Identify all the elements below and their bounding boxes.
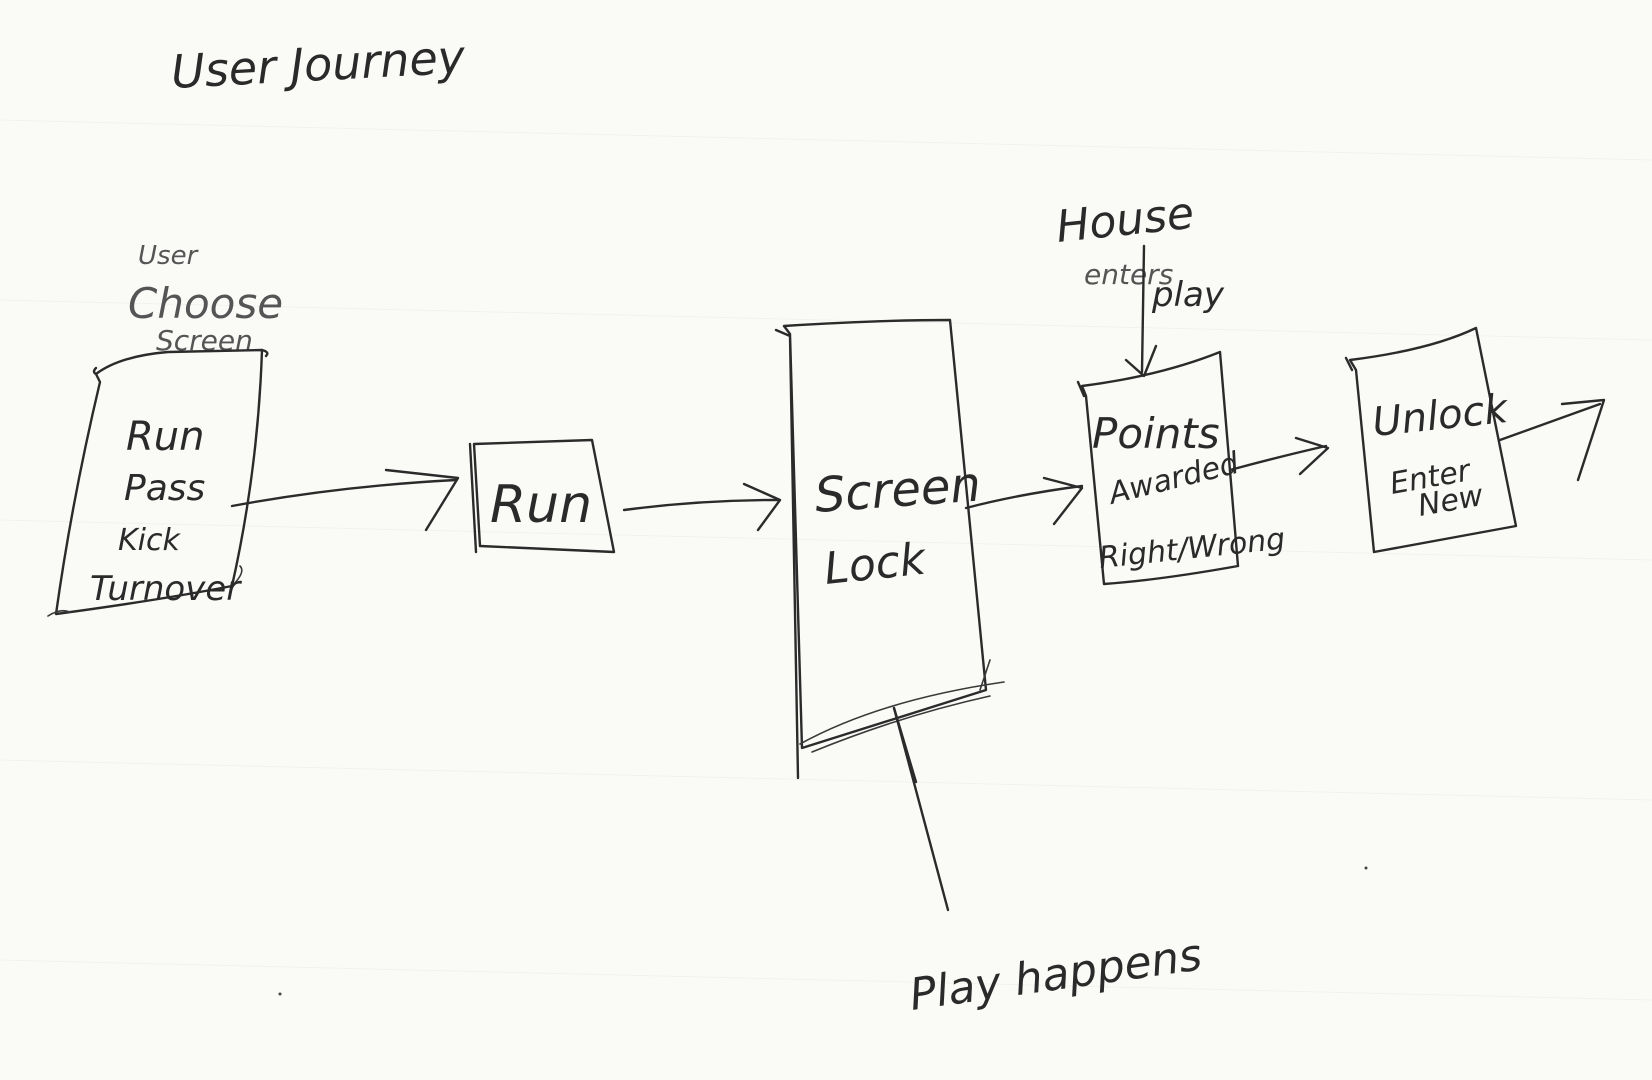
- arrow-points-to-unlock: [1228, 436, 1330, 476]
- node-lock-line-2: Lock: [822, 533, 929, 594]
- stray-marks: [278, 866, 1368, 996]
- node-choose-option-pass: Pass: [124, 468, 205, 509]
- node-lock-box: [774, 318, 988, 780]
- annotation-play-happens: Play happens: [892, 706, 1205, 1021]
- annotation-house-line-2: enters: [1084, 258, 1173, 291]
- node-unlock-box: [1344, 326, 1518, 554]
- node-choose-caption-1: User: [138, 241, 200, 271]
- arrow-run-to-lock: [622, 482, 782, 532]
- diagram-title: User Journey: [170, 30, 467, 99]
- node-run: Run: [468, 438, 616, 554]
- node-lock-line-1: Screen: [813, 457, 983, 524]
- annotation-house-enters: House enters play: [1054, 188, 1225, 378]
- node-points-line-1: Points: [1092, 409, 1220, 458]
- arrow-unlock-out: [1498, 398, 1606, 482]
- node-screen-lock: Screen Lock: [774, 318, 1005, 780]
- node-run-box: [468, 438, 616, 554]
- node-lock-bottom-scribble: [799, 659, 1005, 753]
- node-unlock: Unlock Enter New: [1344, 326, 1518, 554]
- annotation-house-line-1: House: [1054, 188, 1196, 253]
- node-choose-caption-2: Choose: [128, 279, 283, 328]
- annotation-play-label: Play happens: [906, 929, 1205, 1020]
- node-choose-box: [54, 348, 269, 616]
- node-unlock-line-1: Unlock: [1370, 386, 1511, 446]
- node-choose-screen: User Choose Screen Run Pass Kick Turnove…: [47, 241, 283, 617]
- node-choose-option-turnover: Turnover: [90, 569, 242, 609]
- node-choose-box-curl: [47, 565, 243, 617]
- node-run-label: Run: [490, 475, 592, 535]
- node-points-box: [1076, 350, 1240, 586]
- node-points-awarded: Points Awarded Right/Wrong: [1076, 350, 1287, 586]
- node-points-line-3: Right/Wrong: [1097, 522, 1287, 576]
- annotation-house-line-3: play: [1151, 275, 1225, 315]
- arrow-choose-to-run: [230, 468, 460, 532]
- node-choose-option-kick: Kick: [118, 523, 182, 558]
- paper-texture: [0, 119, 1652, 1001]
- arrow-lock-to-points: [964, 476, 1084, 526]
- node-choose-option-run: Run: [126, 414, 205, 460]
